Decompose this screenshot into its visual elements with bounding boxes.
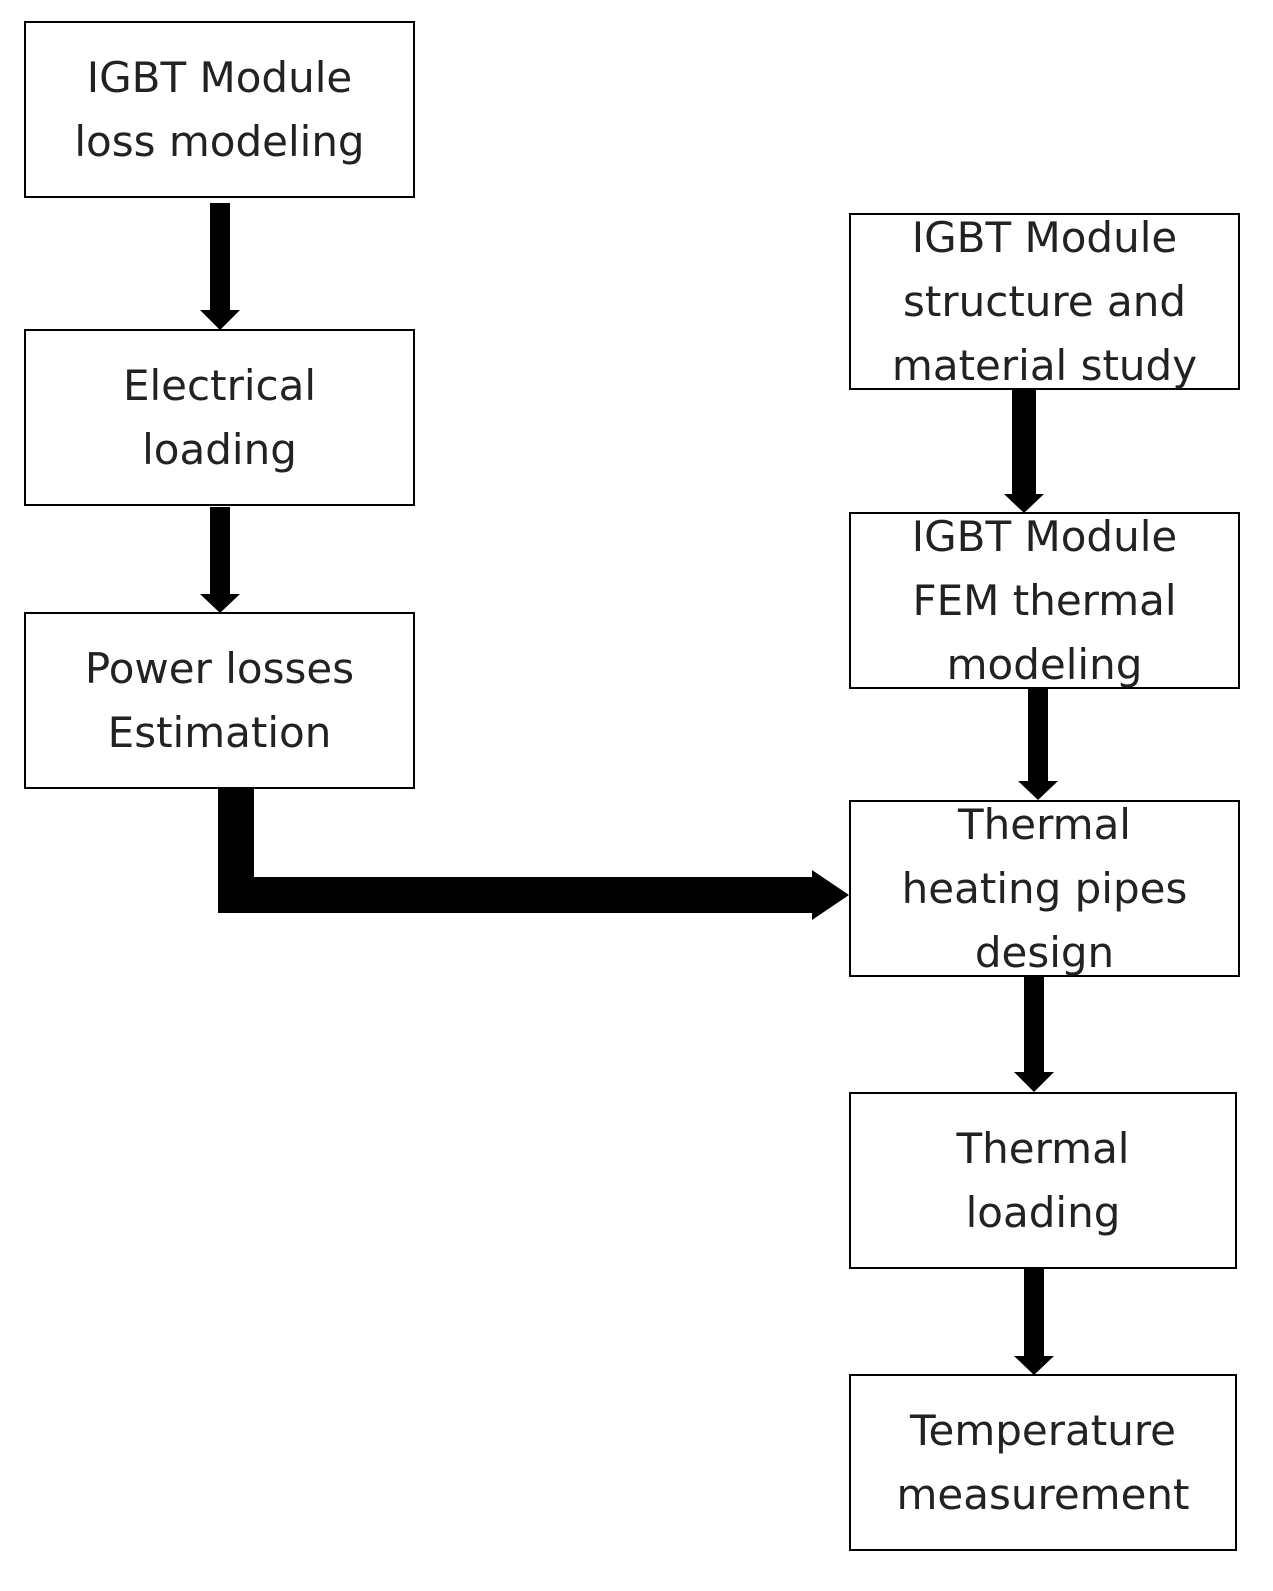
arrow-electrical-loading-to-power-losses [200, 507, 240, 613]
arrow-heating-pipes-to-thermal-loading [1014, 977, 1054, 1092]
arrow-fem-modeling-to-heating-pipes [1018, 689, 1058, 800]
node-thermal-loading: Thermal loading [849, 1092, 1237, 1269]
node-thermal-loading-line1: Thermal [956, 1123, 1130, 1173]
node-heating-pipes: Thermal heating pipes design [849, 800, 1240, 977]
node-fem-modeling-line3: modeling [946, 639, 1143, 689]
arrow-power-losses-to-heating-pipes [218, 788, 849, 920]
node-structure-study: IGBT Module structure and material study [849, 213, 1240, 390]
node-temperature: Temperature measurement [849, 1374, 1237, 1551]
node-thermal-loading-line2: loading [965, 1187, 1121, 1237]
arrow-structure-study-to-fem-modeling [1004, 390, 1044, 513]
node-fem-modeling-line2: FEM thermal [912, 575, 1177, 625]
node-structure-study-line1: IGBT Module [911, 212, 1178, 262]
node-loss-modeling-line1: IGBT Module [86, 52, 353, 102]
node-electrical-loading: Electrical loading [24, 329, 415, 506]
node-electrical-loading-line1: Electrical [122, 360, 317, 410]
arrow-loss-modeling-to-electrical-loading [200, 203, 240, 330]
node-heating-pipes-line2: heating pipes [901, 863, 1188, 913]
node-structure-study-line2: structure and [903, 276, 1186, 326]
node-electrical-loading-line2: loading [142, 424, 297, 474]
node-heating-pipes-line1: Thermal [958, 799, 1131, 849]
node-loss-modeling: IGBT Module loss modeling [24, 21, 415, 198]
arrow-thermal-loading-to-temperature [1014, 1269, 1054, 1375]
node-power-losses-line2: Estimation [107, 707, 332, 757]
node-power-losses: Power losses Estimation [24, 612, 415, 789]
node-temperature-line1: Temperature [909, 1405, 1177, 1455]
node-fem-modeling: IGBT Module FEM thermal modeling [849, 512, 1240, 689]
node-loss-modeling-line2: loss modeling [74, 116, 365, 166]
node-heating-pipes-line3: design [974, 927, 1115, 977]
node-temperature-line2: measurement [896, 1469, 1190, 1519]
node-power-losses-line1: Power losses [84, 643, 355, 693]
node-structure-study-line3: material study [891, 340, 1198, 390]
node-fem-modeling-line1: IGBT Module [911, 511, 1178, 561]
